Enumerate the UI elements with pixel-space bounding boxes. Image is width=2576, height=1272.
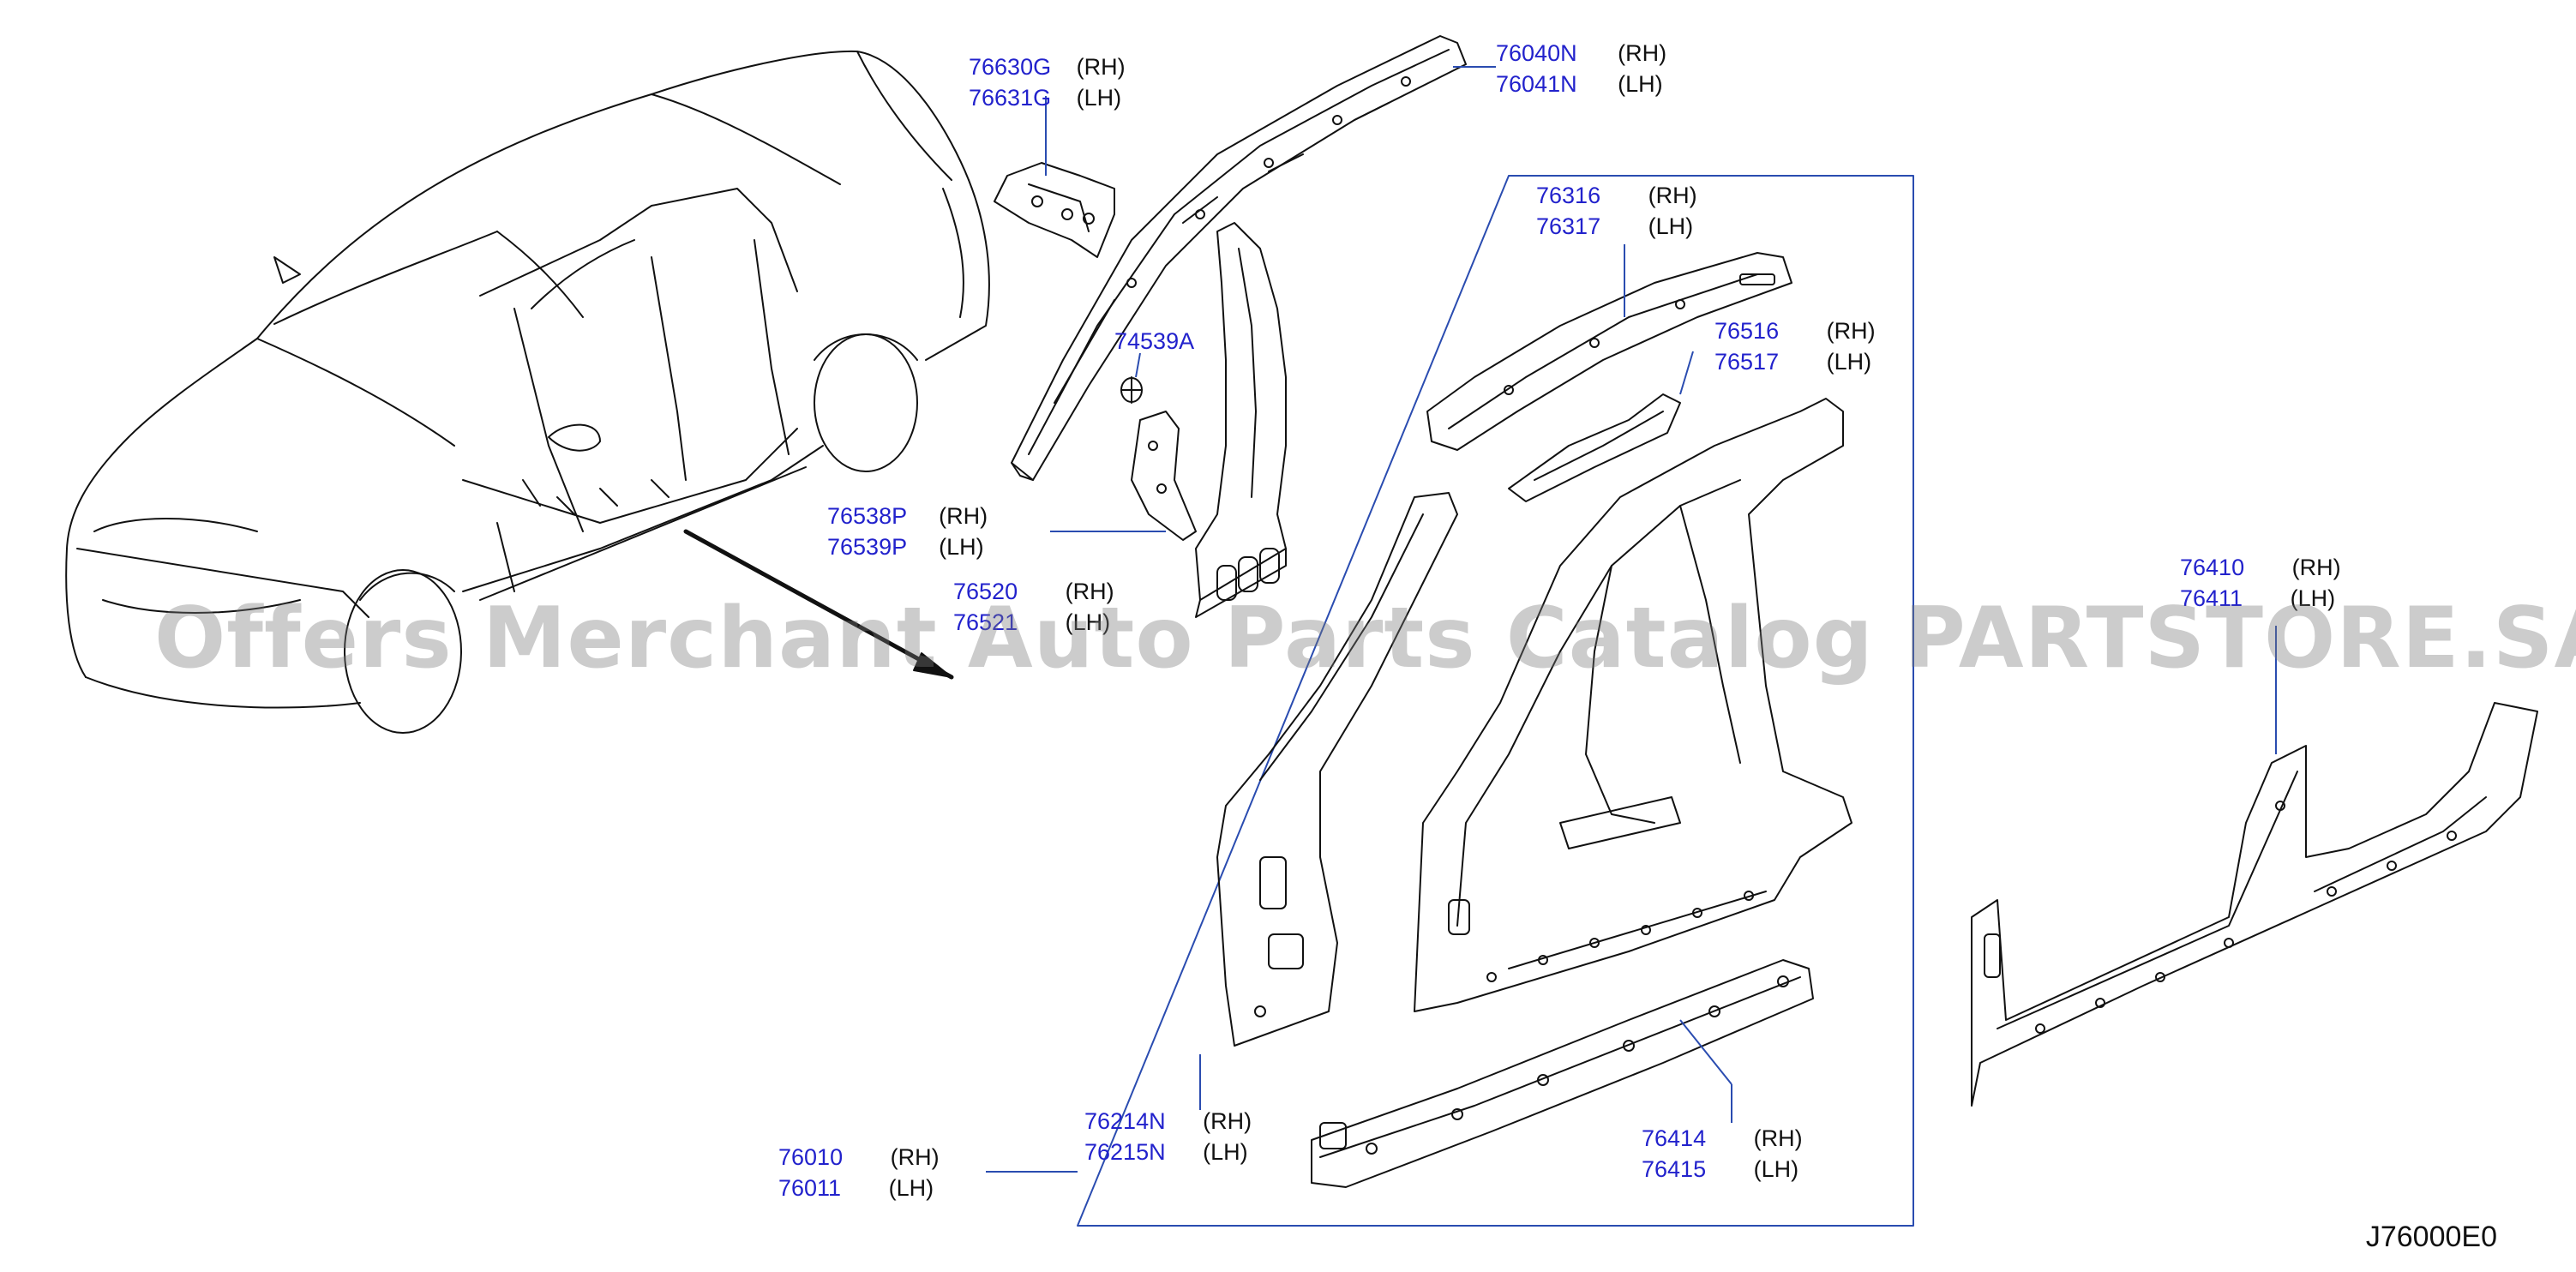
- callout-76630g: 76630G (RH) 76631G (LH): [969, 51, 1126, 113]
- callout-76516: 76516 (RH) 76517 (LH): [1714, 315, 1876, 377]
- side-label: (LH): [1648, 213, 1694, 239]
- callout-76316: 76316 (RH) 76317 (LH): [1536, 180, 1697, 242]
- callout-76410: 76410 (RH) 76411 (LH): [2180, 552, 2341, 614]
- callout-74539a: 74539A: [1114, 326, 1194, 357]
- side-label: (RH): [1076, 54, 1126, 80]
- part-number-link[interactable]: 76316: [1536, 183, 1601, 208]
- part-number-link[interactable]: 76517: [1714, 349, 1780, 375]
- side-label: (LH): [1076, 85, 1122, 111]
- side-label: (RH): [939, 503, 988, 529]
- part-number-link[interactable]: 76411: [2180, 585, 2243, 611]
- side-label: (LH): [939, 534, 984, 560]
- car-illustration: [65, 50, 990, 734]
- part-number-link[interactable]: 76215N: [1084, 1139, 1166, 1165]
- watermark-text: Offers Merchant Auto Parts Catalog PARTS…: [154, 590, 2576, 687]
- side-label: (RH): [1826, 318, 1876, 344]
- center-pillar-part: [1195, 222, 1287, 618]
- part-number-link[interactable]: 76410: [2180, 555, 2245, 580]
- part-number-link[interactable]: 76041N: [1496, 71, 1577, 97]
- diagram-code: J76000E0: [2365, 1221, 2497, 1253]
- side-label: (LH): [1065, 609, 1111, 635]
- side-label: (LH): [1826, 349, 1872, 375]
- side-label: (RH): [1753, 1125, 1803, 1151]
- side-label: (RH): [1065, 579, 1114, 604]
- part-number-link[interactable]: 76631G: [969, 85, 1052, 111]
- part-number-link[interactable]: 76317: [1536, 213, 1601, 239]
- sill-part: [1311, 959, 1814, 1188]
- part-number-link[interactable]: 76520: [953, 579, 1018, 604]
- part-number-link[interactable]: 76415: [1642, 1156, 1707, 1182]
- callout-76538p: 76538P (RH) 76539P (LH): [827, 501, 988, 562]
- callout-76214n: 76214N (RH) 76215N (LH): [1084, 1106, 1252, 1167]
- body-side-outer-part: [1414, 398, 1852, 1012]
- part-number-link[interactable]: 76521: [953, 609, 1018, 635]
- front-pillar-part: [1216, 492, 1458, 1047]
- part-number-link[interactable]: 76516: [1714, 318, 1780, 344]
- bracket-part: [994, 162, 1115, 258]
- side-label: (RH): [2291, 555, 2341, 580]
- assembly-box: [1077, 175, 1914, 1227]
- part-number-link[interactable]: 76040N: [1496, 40, 1577, 66]
- callout-76520: 76520 (RH) 76521 (LH): [953, 576, 1114, 638]
- rear-sill-part: [1971, 702, 2538, 1107]
- side-label: (LH): [888, 1175, 934, 1201]
- part-number-link[interactable]: 76538P: [827, 503, 907, 529]
- roof-rail-part: [1011, 35, 1467, 481]
- side-label: (RH): [890, 1144, 940, 1170]
- part-number-link[interactable]: 76010: [778, 1144, 844, 1170]
- side-label: (LH): [1618, 71, 1663, 97]
- side-label: (RH): [1203, 1108, 1252, 1134]
- callout-76040n: 76040N (RH) 76041N (LH): [1496, 38, 1666, 99]
- side-label: (LH): [2290, 585, 2336, 611]
- callout-76010: 76010 (RH) 76011 (LH): [778, 1142, 940, 1203]
- callout-76414: 76414 (RH) 76415 (LH): [1642, 1123, 1803, 1185]
- side-label: (LH): [1203, 1139, 1248, 1165]
- hinge-bracket-part: [1131, 411, 1197, 541]
- part-number-link[interactable]: 76011: [778, 1175, 842, 1201]
- side-label: (RH): [1618, 40, 1667, 66]
- rail-reinforcement-part: [1508, 393, 1681, 502]
- part-number-link[interactable]: 76539P: [827, 534, 907, 560]
- side-label: (RH): [1648, 183, 1697, 208]
- part-number-link[interactable]: 76630G: [969, 54, 1052, 80]
- part-number-link[interactable]: 76414: [1642, 1125, 1707, 1151]
- side-label: (LH): [1753, 1156, 1799, 1182]
- part-number-link[interactable]: 76214N: [1084, 1108, 1166, 1134]
- clip-part: [1120, 376, 1143, 404]
- part-number-link[interactable]: 74539A: [1114, 328, 1195, 354]
- roof-side-rail-part: [1426, 252, 1792, 451]
